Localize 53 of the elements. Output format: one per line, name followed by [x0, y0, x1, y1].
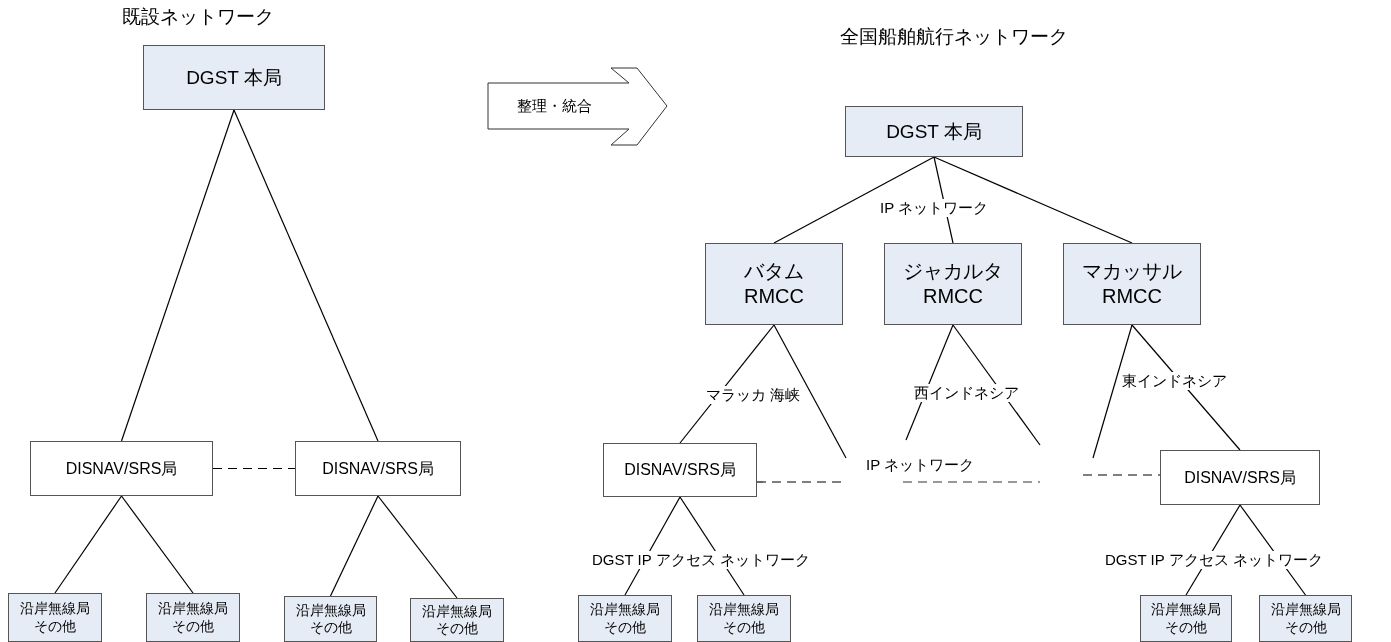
- office-box: [30, 441, 213, 496]
- office-box: [1160, 450, 1320, 505]
- connector-line: [233, 109, 379, 442]
- node-label: DISNAV/SRS局: [65, 458, 178, 479]
- station-box: [884, 243, 1022, 325]
- node-label: 整理・統合: [517, 97, 592, 116]
- node-label: 沿岸無線局その他: [1150, 601, 1222, 636]
- node-label: 沿岸無線局その他: [589, 601, 661, 636]
- connector-line: [933, 156, 1133, 244]
- node-label: DISNAV/SRS局: [322, 458, 434, 479]
- node-label: DGST 本局: [886, 119, 982, 144]
- station-box: [143, 45, 325, 110]
- station-box: [8, 593, 102, 642]
- node-label: DGST 本局: [186, 65, 282, 90]
- node-label: 沿岸無線局その他: [708, 601, 780, 636]
- node-label: バタム RMCC: [743, 259, 805, 309]
- network-label: 西インドネシア: [912, 384, 1021, 402]
- connector-line: [377, 495, 458, 599]
- node-label: 沿岸無線局その他: [294, 601, 367, 637]
- node-label: マカッサル RMCC: [1082, 259, 1182, 309]
- node-label: DISNAV/SRS局: [624, 460, 736, 480]
- station-box: [845, 106, 1023, 157]
- station-box: [578, 595, 672, 642]
- node-label: DISNAV/SRS局: [1184, 467, 1296, 488]
- node-label: ジャカルタ RMCC: [903, 259, 1003, 309]
- connector-line: [1092, 324, 1133, 459]
- dashed-connector: [1082, 474, 1161, 476]
- node-label: 沿岸無線局その他: [19, 600, 91, 635]
- connector-line: [773, 156, 935, 244]
- network-label: 東インドネシア: [1120, 372, 1229, 390]
- station-box: [697, 595, 791, 642]
- block-arrow: [487, 67, 668, 146]
- office-box: [603, 443, 757, 497]
- station-box: [705, 243, 843, 325]
- section-heading: 全国船舶航行ネットワーク: [839, 26, 1069, 49]
- connector-line: [120, 109, 235, 442]
- connector-line: [54, 495, 123, 594]
- dashed-connector: [212, 467, 296, 470]
- node-label: 沿岸無線局その他: [1269, 601, 1342, 636]
- connector-line: [773, 324, 847, 459]
- office-box: [295, 441, 461, 496]
- node-label: 沿岸無線局その他: [421, 602, 493, 638]
- station-box: [146, 593, 240, 642]
- connector-line: [329, 495, 379, 597]
- connector-line: [120, 495, 194, 594]
- station-box: [1259, 595, 1352, 642]
- network-label: マラッカ 海峡: [704, 386, 803, 404]
- station-box: [1140, 595, 1232, 642]
- section-heading: 既設ネットワーク: [121, 6, 275, 29]
- node-label: 沿岸無線局その他: [157, 600, 229, 635]
- station-box: [1063, 243, 1201, 325]
- station-box: [284, 596, 377, 642]
- station-box: [410, 598, 504, 642]
